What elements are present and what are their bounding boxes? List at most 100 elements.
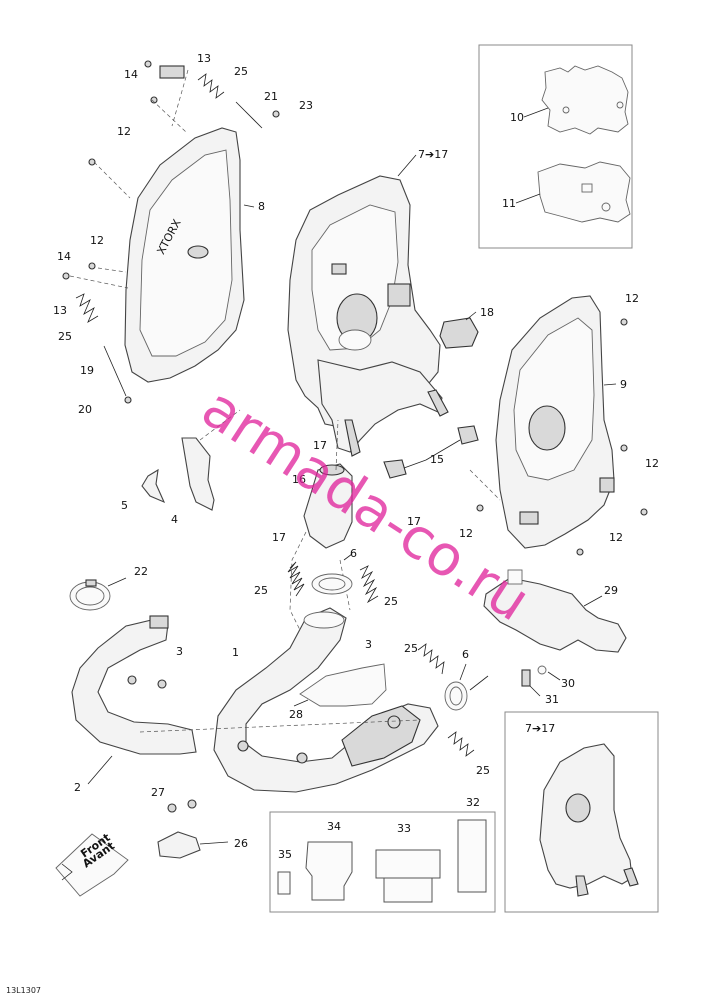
callout-1: 1 [232, 646, 239, 659]
clamp-22-inner [75, 586, 105, 606]
callout-17: 17 [313, 439, 327, 452]
callout-10: 10 [510, 111, 524, 124]
callout-12: 12 [459, 527, 473, 540]
screw-14 [144, 60, 152, 68]
label-35 [277, 871, 291, 895]
callout-14: 14 [124, 68, 138, 81]
screw-23 [272, 110, 280, 118]
callout-2: 2 [74, 781, 81, 794]
rubber-mount-15b [383, 459, 407, 479]
grommet-12 [88, 158, 96, 166]
screw-20 [124, 396, 132, 404]
label-33b [383, 877, 433, 903]
rear-shell-9-clip [599, 477, 615, 493]
heat-shield-4 [181, 437, 215, 511]
pipe-inlet [303, 611, 345, 629]
callout-25: 25 [384, 595, 398, 608]
clip-5 [141, 468, 166, 504]
gasket-11-cutout [581, 183, 593, 193]
screw-27 [187, 799, 197, 809]
callout-6: 6 [350, 547, 357, 560]
label-34 [305, 841, 353, 901]
callout-7-17: 7➔17 [418, 148, 448, 161]
callout-25: 25 [58, 330, 72, 343]
callout-16: 16 [292, 473, 306, 486]
rear-shell-9-port [528, 405, 566, 451]
muffler-inset-inlet [565, 793, 591, 823]
spring-25c [417, 643, 445, 675]
callout-31: 31 [545, 693, 559, 706]
clamp-22-screw [85, 579, 97, 587]
gasket-10-hole [562, 106, 570, 114]
callout-25: 25 [254, 584, 268, 597]
callout-13: 13 [53, 304, 67, 317]
washer-30 [537, 665, 547, 675]
rod-19 [103, 345, 127, 397]
callout-18: 18 [480, 306, 494, 319]
callout-27: 27 [151, 786, 165, 799]
bracket-13 [159, 65, 185, 79]
labels-inset-box [269, 811, 496, 913]
callout-20: 20 [78, 403, 92, 416]
callout-7-17: 7➔17 [525, 722, 555, 735]
callout-21: 21 [264, 90, 278, 103]
callout-11: 11 [502, 197, 516, 210]
pipe-guard-2 [71, 617, 197, 755]
bracket-29-tab [507, 569, 523, 585]
muffler-clip [331, 263, 347, 275]
callout-12: 12 [609, 531, 623, 544]
callout-22: 22 [134, 565, 148, 578]
callout-28: 28 [289, 708, 303, 721]
rear-shell-9-clip [519, 511, 539, 525]
grommet-12 [640, 508, 648, 516]
spring-25b [359, 565, 379, 604]
rubber-mount-18 [439, 317, 479, 349]
spring-25-top [197, 73, 225, 99]
grommet-12 [88, 262, 96, 270]
muffler-inset-leg [575, 875, 589, 897]
muffler-leg-right [427, 389, 449, 417]
rubber-mount-15a [457, 425, 479, 445]
callout-19: 19 [80, 364, 94, 377]
grommet-12 [620, 318, 628, 326]
callout-15: 15 [430, 453, 444, 466]
callout-25: 25 [234, 65, 248, 78]
gasket-10-hole [616, 101, 624, 109]
callout-6: 6 [462, 648, 469, 661]
sheet-code: 13L1307 [6, 986, 41, 995]
gasket-inset-box [478, 44, 633, 249]
pipe-tab [296, 752, 308, 764]
pipe-tab [237, 740, 249, 752]
pipe-sensor [387, 715, 401, 729]
callout-29: 29 [604, 584, 618, 597]
spring-25d [447, 731, 475, 757]
pipe-guard-2-tab [149, 615, 169, 629]
grommet-12 [576, 548, 584, 556]
callout-4: 4 [171, 513, 178, 526]
label-33a [375, 849, 441, 879]
coupler-top-seal [319, 464, 345, 476]
y-pipe-coupler [303, 463, 353, 549]
gasket-10 [541, 65, 629, 135]
callout-12: 12 [625, 292, 639, 305]
callout-17: 17 [407, 515, 421, 528]
outer-cover-8-panel [139, 149, 233, 357]
muffler-inset-box [504, 711, 659, 913]
cover-vent [187, 245, 209, 259]
rod-21 [235, 101, 263, 129]
heat-shield-28 [299, 663, 387, 707]
spring-25-left [75, 293, 99, 323]
screw-14 [62, 272, 70, 280]
grommet-12 [620, 444, 628, 452]
callout-33: 33 [397, 822, 411, 835]
pipe-guard-2-fastener [127, 675, 137, 685]
pipe-guard-2-fastener [157, 679, 167, 689]
front-direction-sign: Front Avant [55, 831, 129, 897]
seal-ring-6a-inner [318, 577, 346, 591]
callout-17: 17 [272, 531, 286, 544]
grommet-12 [150, 96, 158, 104]
muffler-bracket [387, 283, 411, 307]
label-32 [457, 819, 487, 893]
bracket-29 [483, 577, 627, 653]
